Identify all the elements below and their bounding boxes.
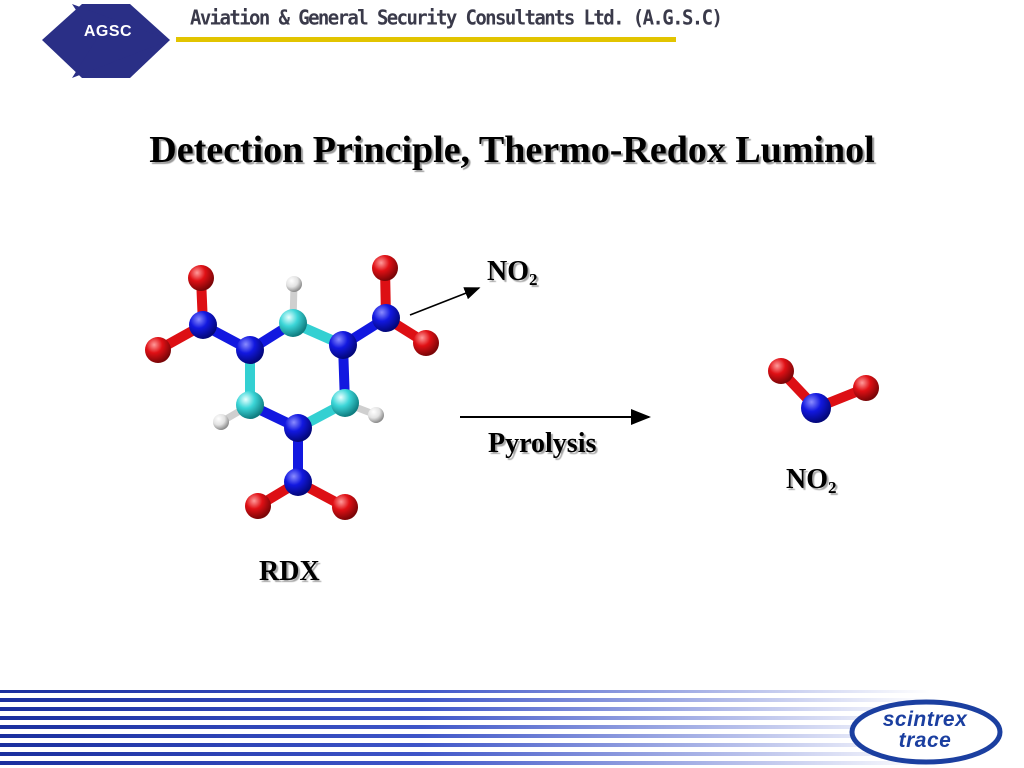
no2-label-top: NO2: [487, 256, 538, 290]
agsc-logo: [42, 4, 170, 78]
no2-molecule: [768, 358, 879, 423]
pyrolysis-label: Pyrolysis: [488, 428, 597, 459]
scintrex-logo-line1: scintrex: [882, 708, 968, 731]
nitro-pointer-arrow: [409, 287, 481, 316]
scintrex-logo-line2: trace: [898, 729, 952, 752]
no2-product-base: NO: [786, 464, 828, 495]
no2-top-subscript: 2: [529, 270, 538, 289]
slide-title: Detection Principle, Thermo-Redox Lumino…: [149, 129, 875, 171]
rdx-molecule: [145, 255, 439, 520]
no2-product-subscript: 2: [828, 478, 837, 497]
no2-top-base: NO: [487, 256, 529, 287]
footer-stripes: [0, 690, 930, 765]
header-rule: [176, 37, 676, 42]
scintrex-trace-logo: [849, 699, 1003, 765]
no2-label-product: NO2: [786, 464, 837, 498]
rdx-label: RDX: [259, 556, 320, 587]
company-name: Aviation & General Security Consultants …: [190, 6, 723, 30]
agsc-logo-text: AGSC: [83, 23, 133, 40]
